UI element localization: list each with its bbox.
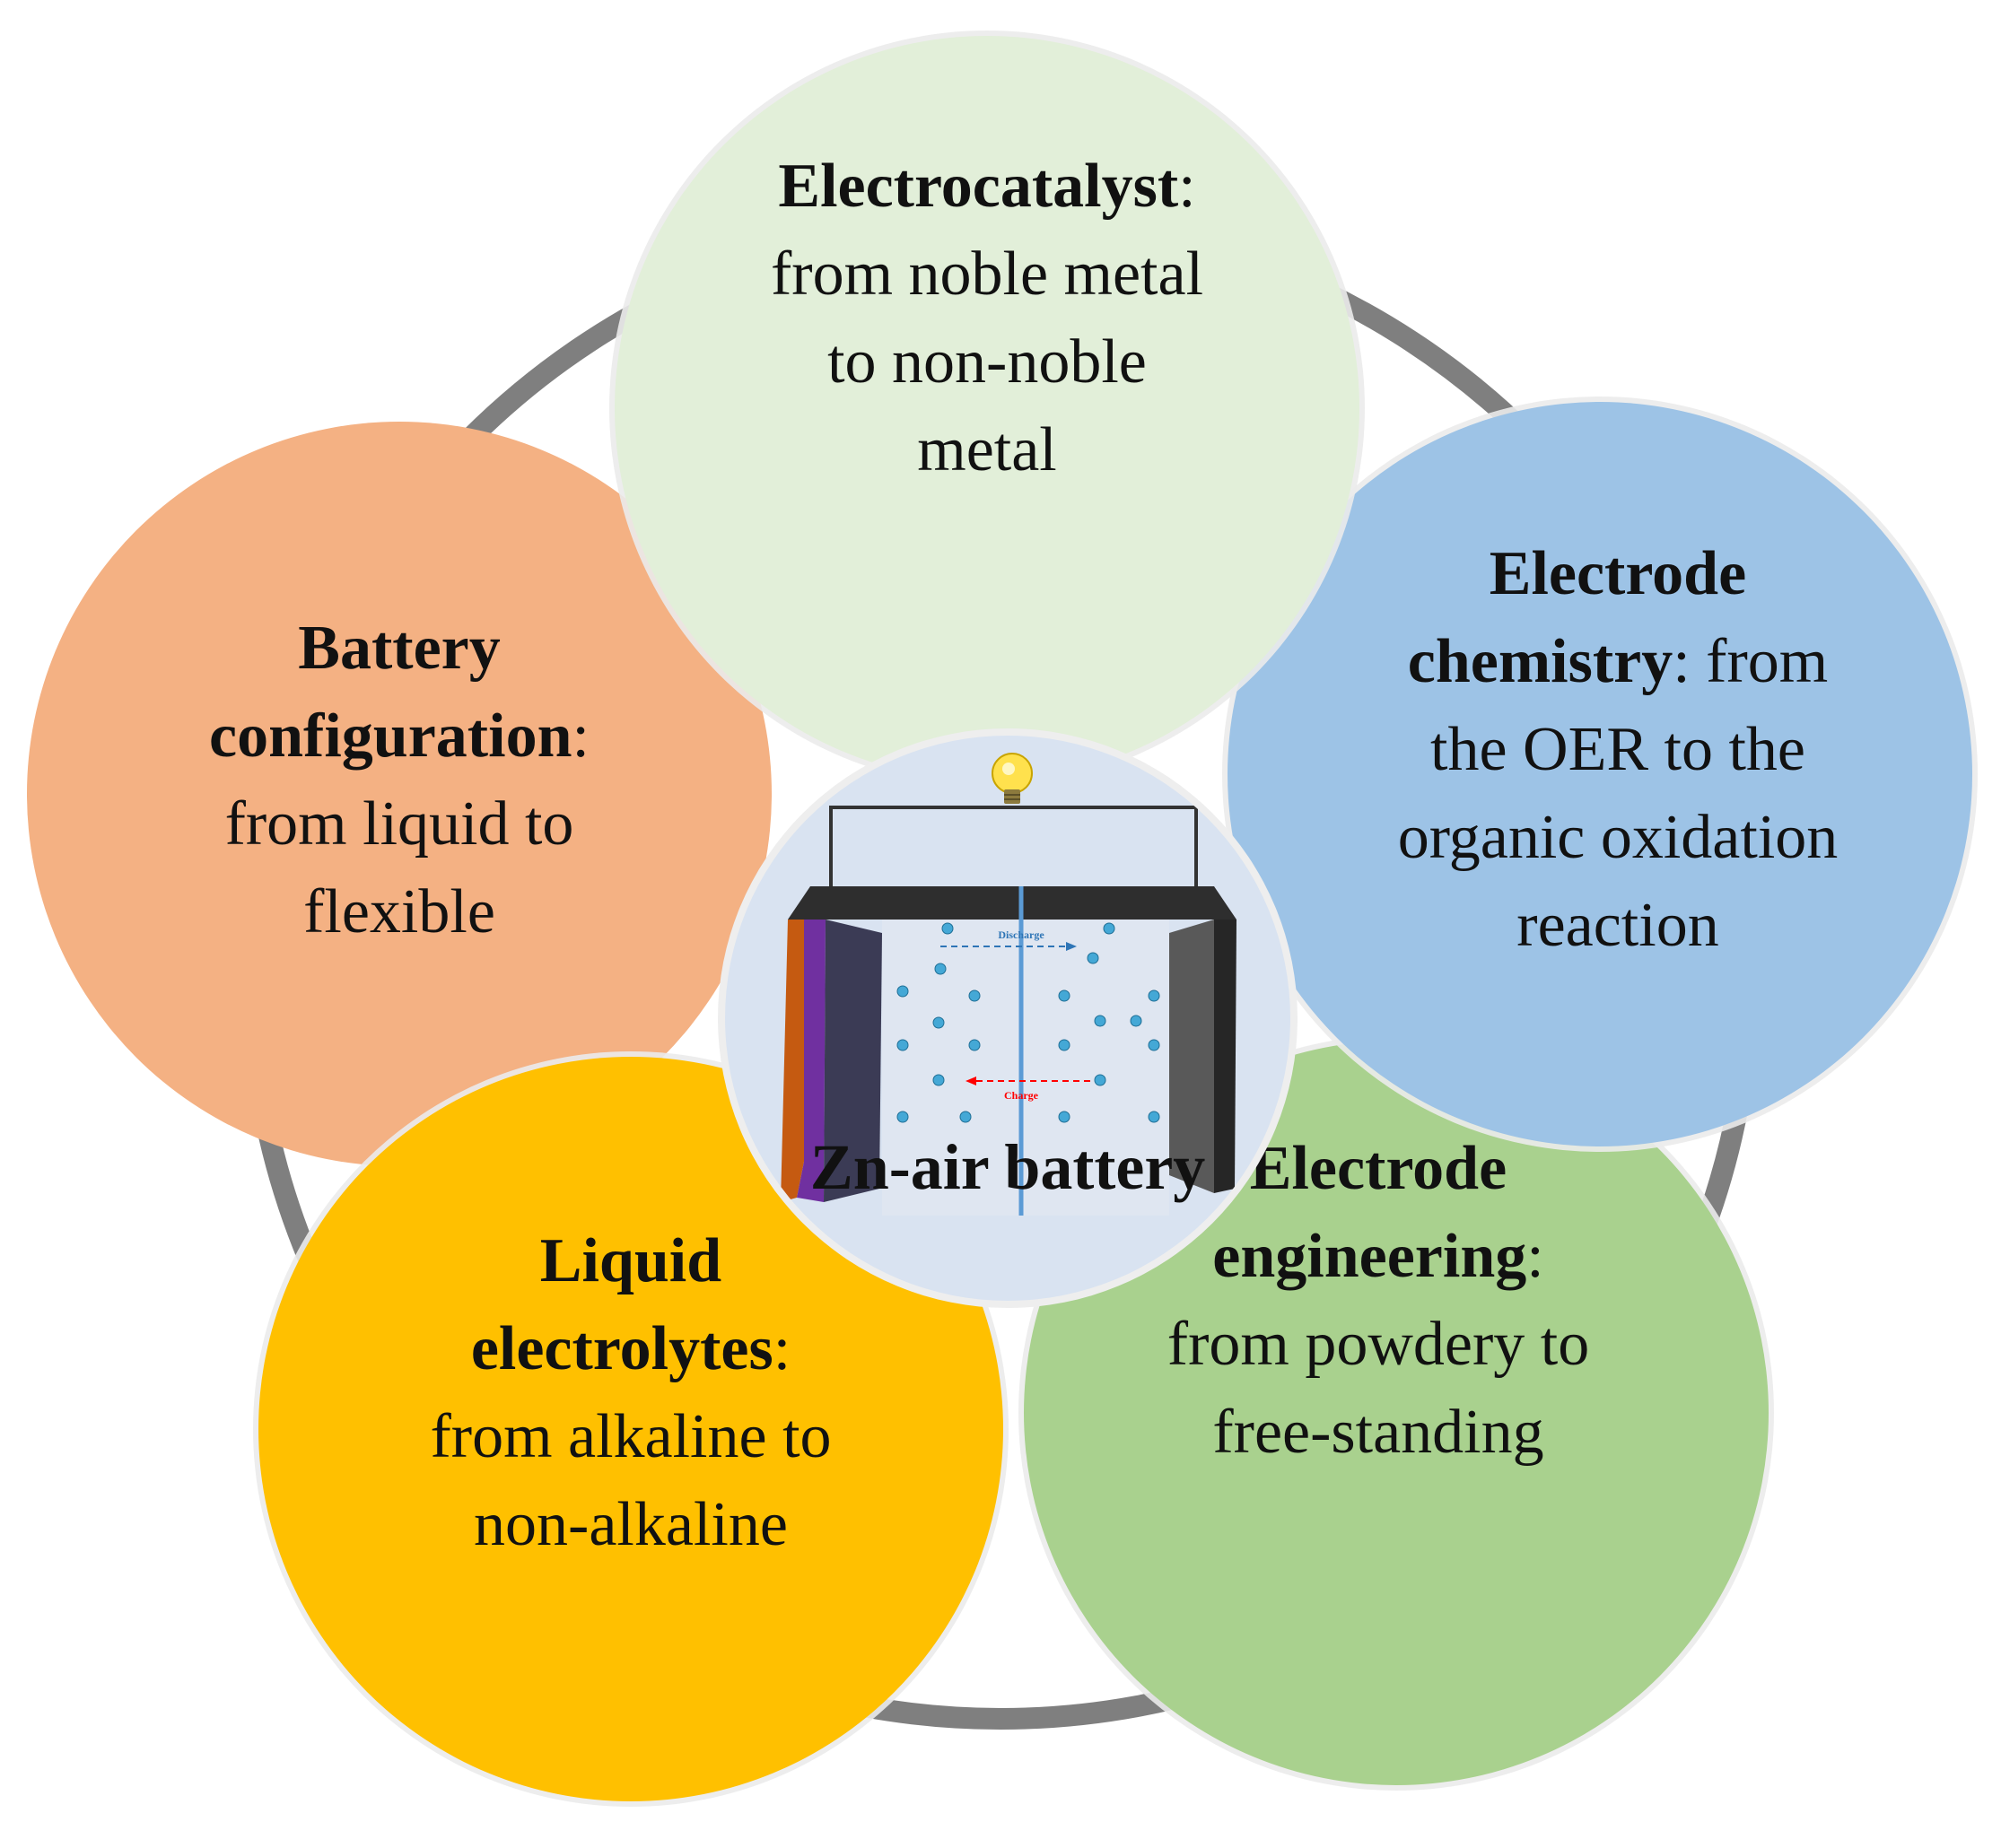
topic-label: Liquid — [539, 1226, 722, 1295]
light-bulb-icon — [992, 753, 1033, 804]
topic-label: Battery — [298, 614, 501, 683]
topic-line: flexible — [303, 877, 495, 946]
discharge-arrow: Discharge — [940, 928, 1077, 951]
topic-battery-configuration: Battery configuration: from liquid to fl… — [27, 422, 772, 1166]
topic-label: Electrocatalyst — [778, 152, 1179, 221]
topic-line: organic oxidation — [1397, 802, 1839, 872]
topic-separator: : — [773, 1314, 791, 1383]
anode-body — [824, 920, 882, 1202]
topic-line: from alkaline to — [430, 1402, 832, 1471]
topic-line: from liquid to — [224, 789, 574, 859]
discharge-label: Discharge — [998, 928, 1044, 941]
topic-electrode-chemistry: Electrode chemistry: from the OER to the… — [1228, 402, 1972, 1146]
topic-line: reaction — [1516, 890, 1719, 960]
topic-separator: : — [1178, 152, 1196, 221]
topic-line: from powdery to — [1167, 1310, 1590, 1379]
topic-line: to non-noble — [827, 327, 1147, 397]
battery-cell-graphic: Discharge Charge — [781, 753, 1236, 1216]
anode-separator — [797, 920, 826, 1202]
zinc-anode — [781, 920, 804, 1202]
charge-arrow: Charge — [966, 1077, 1093, 1102]
topic-label: Electrode — [1249, 1134, 1507, 1203]
topic-separator: : — [1526, 1222, 1544, 1291]
cathode-edge — [1214, 920, 1236, 1193]
electrolyte — [882, 920, 1169, 1216]
ion-particles — [896, 922, 1160, 1123]
topic-label: chemistry — [1407, 626, 1673, 696]
topic-separator: : — [572, 702, 590, 771]
topic-label: Electrode — [1489, 538, 1747, 608]
topic-label: configuration — [209, 702, 572, 771]
topic-label: electrolytes — [470, 1314, 773, 1383]
zn-air-battery-illustration: Discharge Charge Zn-air battery — [725, 736, 1290, 1301]
topic-line: the OER to the — [1430, 714, 1805, 784]
air-cathode — [1169, 920, 1214, 1193]
topic-label: engineering — [1212, 1222, 1527, 1291]
center-title: Zn-air battery — [809, 1131, 1206, 1203]
topic-line: metal — [917, 415, 1057, 484]
cell-top-rim — [788, 886, 1236, 920]
topic-electrocatalyst: Electrocatalyst: from noble metal to non… — [615, 36, 1359, 780]
topic-line: from noble metal — [770, 240, 1204, 309]
topic-line: free-standing — [1212, 1398, 1544, 1467]
topic-line: non-alkaline — [474, 1490, 788, 1559]
circuit-wire — [829, 806, 1198, 915]
charge-label: Charge — [1004, 1089, 1039, 1102]
topic-separator: : from — [1673, 626, 1829, 696]
